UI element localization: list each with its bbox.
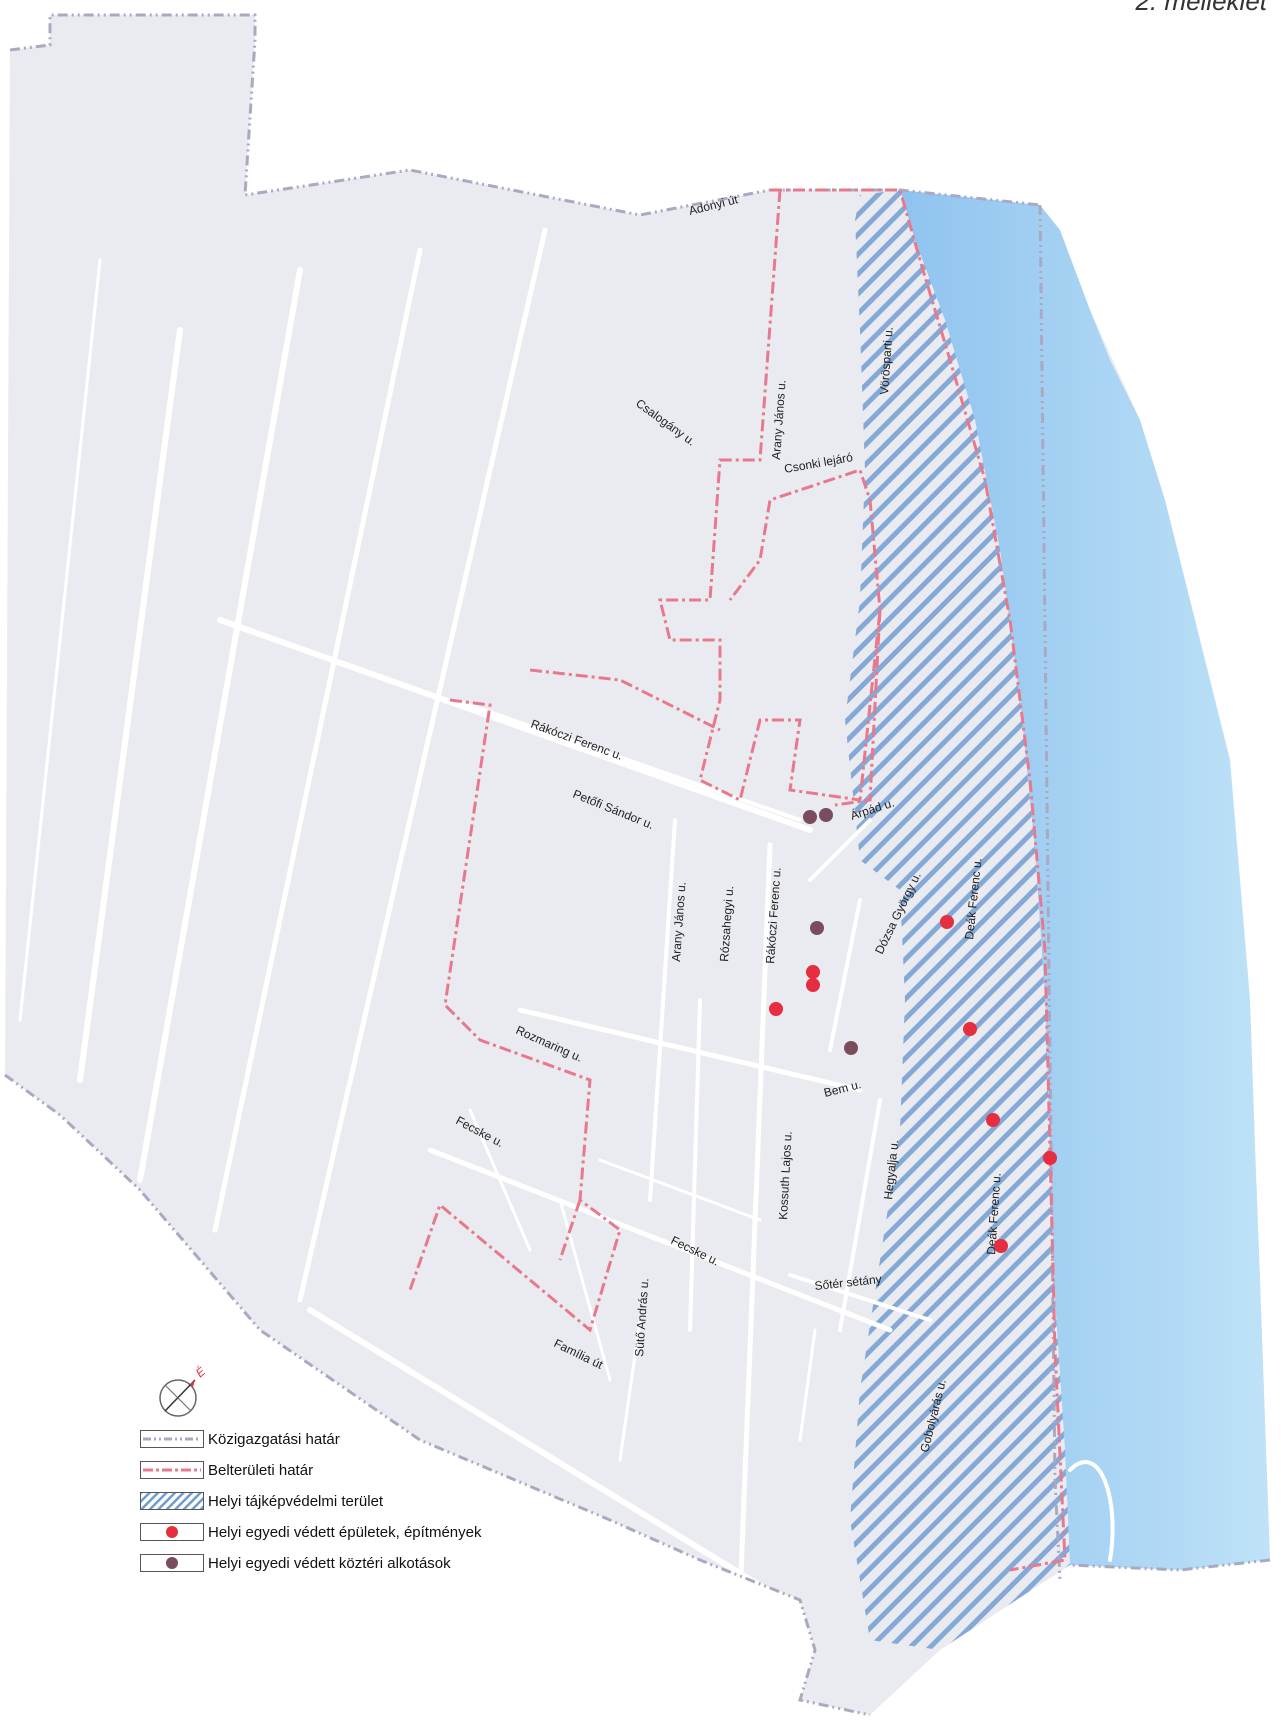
compass: É [150, 1360, 220, 1420]
legend-row-public-art: Helyi egyedi védett köztéri alkotások [140, 1550, 482, 1576]
building-point-swatch-icon [140, 1523, 204, 1541]
street-label: Deák Ferenc u. [984, 1172, 1004, 1255]
public-art-point-swatch-icon [140, 1554, 204, 1572]
legend-label: Belterületi határ [208, 1461, 314, 1479]
inner-area-boundary [408, 188, 1067, 1572]
north-arrow-icon: É [159, 1363, 209, 1417]
legend-row-building: Helyi egyedi védett épületek, építmények [140, 1519, 482, 1545]
map-legend: Közigazgatási határ Belterületi határ He… [140, 1426, 482, 1581]
legend-label: Helyi egyedi védett köztéri alkotások [208, 1554, 451, 1572]
protected-building-marker[interactable] [806, 965, 820, 979]
admin-border-swatch-icon [140, 1430, 204, 1448]
street-label: Arany János u. [669, 881, 689, 962]
protected-public-art-marker[interactable] [819, 808, 833, 822]
protected-building-marker[interactable] [994, 1239, 1008, 1253]
street-label: Rákóczi Ferenc u. [763, 867, 784, 964]
protected-building-marker[interactable] [1043, 1151, 1057, 1165]
street-label: Arany János u. [769, 379, 789, 460]
hatch-swatch-icon [140, 1492, 204, 1510]
protected-building-marker[interactable] [963, 1022, 977, 1036]
inner-border-swatch-icon [140, 1461, 204, 1479]
street-label: Rózsahegyi u. [717, 885, 736, 962]
landscape-protection-area [845, 190, 1070, 1650]
legend-row-admin-border: Közigazgatási határ [140, 1426, 482, 1452]
administrative-boundary [4, 13, 1271, 1717]
protected-building-marker[interactable] [806, 978, 820, 992]
protected-public-art-marker[interactable] [803, 810, 817, 824]
annex-number: 2. melléklet [1135, 0, 1268, 16]
legend-row-inner-border: Belterületi határ [140, 1457, 482, 1483]
legend-label: Helyi tájképvédelmi terület [208, 1492, 384, 1510]
protected-building-marker[interactable] [769, 1002, 783, 1016]
compass-north-label: É [192, 1363, 209, 1380]
street-label: Vörösparti u. [877, 326, 896, 395]
protected-public-art-markers [803, 808, 858, 1055]
legend-row-hatch: Helyi tájképvédelmi terület [140, 1488, 482, 1514]
protected-building-markers [769, 915, 1057, 1253]
protected-building-marker[interactable] [986, 1113, 1000, 1127]
river-area [900, 190, 1270, 1570]
road-network [18, 227, 1115, 1613]
protected-public-art-marker[interactable] [810, 921, 824, 935]
protected-public-art-marker[interactable] [844, 1041, 858, 1055]
legend-label: Közigazgatási határ [208, 1430, 340, 1448]
street-label: Kossuth Lajos u. [776, 1131, 795, 1220]
protected-building-marker[interactable] [940, 915, 954, 929]
street-label: Sütő András u. [632, 1278, 651, 1358]
street-label: Hegyalja u. [881, 1139, 901, 1200]
legend-label: Helyi egyedi védett épületek, építmények [208, 1523, 482, 1541]
